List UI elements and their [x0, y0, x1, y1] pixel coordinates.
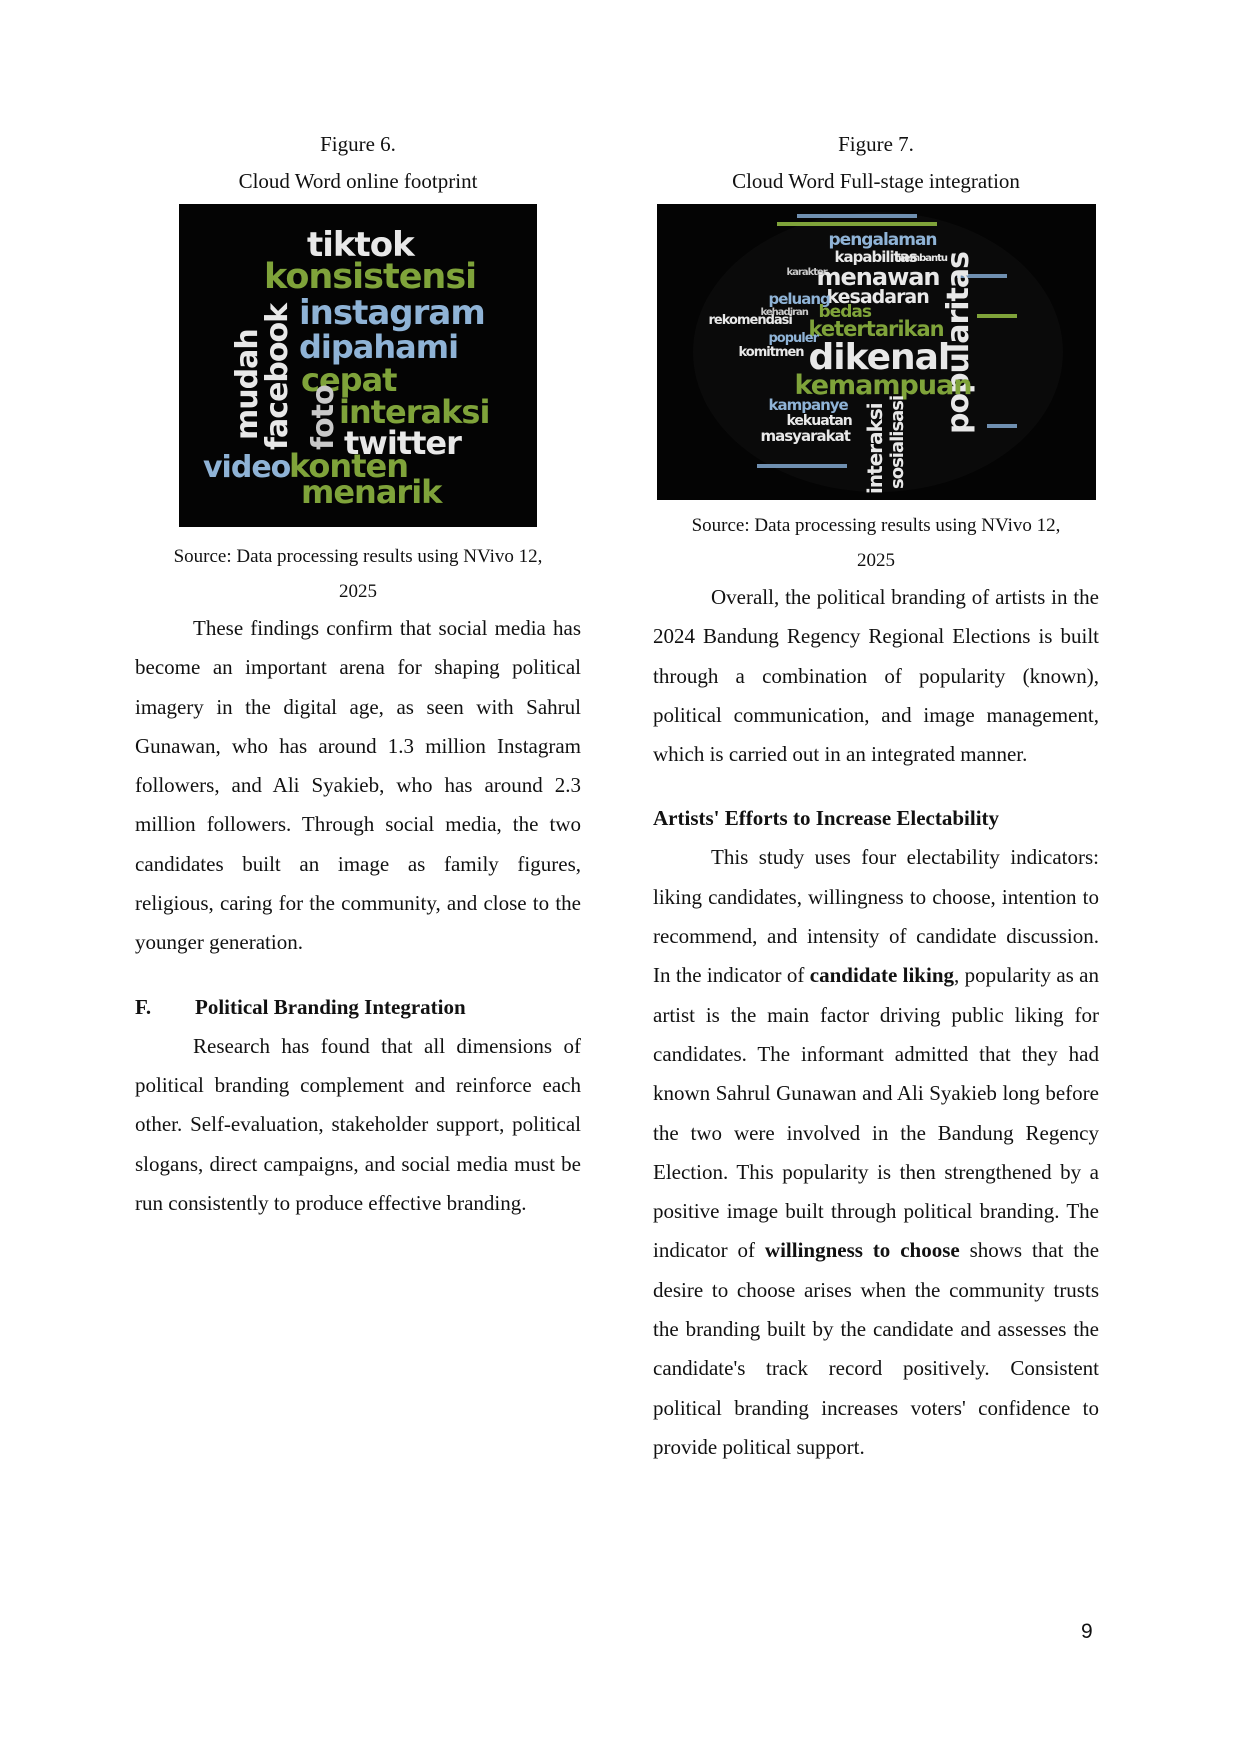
cloud-word: populer: [768, 331, 819, 346]
cloud-word: dikenal: [808, 337, 951, 378]
cloud-word: membantu: [894, 253, 949, 264]
figure-7-word-cloud: pengalaman kapabilitas menawan kesadaran…: [656, 204, 1096, 500]
cloud-word: interaksi: [862, 403, 887, 494]
cloud-word: karakter: [786, 267, 828, 278]
cloud-word: menarik: [301, 473, 442, 511]
cloud-word: video: [203, 450, 291, 485]
section-heading-electability: Artists' Efforts to Increase Electabilit…: [653, 806, 1000, 831]
text-run: shows that the desire to choose arises w…: [653, 1238, 1100, 1459]
cloud-word: masyarakat: [760, 427, 851, 445]
section-title: Political Branding Integration: [195, 994, 466, 1019]
cloud-word: komitmen: [738, 345, 805, 360]
figure-6-word-cloud: tiktok konsistensi instagram dipahami ce…: [179, 204, 537, 527]
cloud-word: twitter: [344, 424, 462, 462]
cloud-word: kesadaran: [826, 286, 930, 308]
cloud-word: tiktok: [307, 225, 415, 265]
figure-7-title: Cloud Word Full-stage integration: [732, 169, 1020, 193]
right-column: Figure 7. Cloud Word Full-stage integrat…: [653, 126, 1099, 1467]
bold-term-willingness: willingness to choose: [764, 1238, 960, 1263]
source-line: Source: Data processing results using NV…: [173, 546, 543, 567]
cloud-word: interaksi: [339, 393, 490, 431]
left-column: Figure 6. Cloud Word online footprint ti…: [135, 126, 581, 1223]
figure-6-source: Source: Data processing results using NV…: [135, 539, 581, 609]
left-paragraph-1: These findings confirm that social media…: [135, 616, 581, 955]
cloud-word: pengalaman: [828, 230, 938, 250]
right-paragraph-1: Overall, the political branding of artis…: [653, 585, 1099, 767]
page-number: 9: [1081, 1620, 1093, 1643]
right-paragraph-2: This study uses four electability indica…: [653, 838, 1099, 1467]
figure-6-label: Figure 6.: [320, 132, 396, 156]
cloud-word: sosialisasi: [886, 395, 908, 489]
cloud-word: menawan: [816, 263, 941, 291]
cloud-word: konten: [289, 447, 409, 485]
left-paragraph-2: Research has found that all dimensions o…: [135, 1033, 581, 1215]
cloud-word: ketertarikan: [808, 317, 945, 341]
cloud-word: cepat: [301, 361, 397, 399]
cloud-word: foto: [306, 385, 341, 450]
cloud-word: rekomendasi: [708, 313, 793, 328]
cloud-word: konsistensi: [264, 257, 477, 297]
figure-6-title: Cloud Word online footprint: [238, 169, 478, 193]
text-run: This study uses four electability indica…: [653, 845, 1099, 988]
figure-7-source: Source: Data processing results using NV…: [653, 508, 1099, 578]
source-line: Source: Data processing results using NV…: [691, 515, 1061, 536]
cloud-word: dipahami: [299, 328, 459, 366]
source-year: 2025: [857, 550, 895, 571]
section-heading-f: F. Political Branding Integration: [135, 988, 581, 1027]
section-number: F.: [135, 994, 152, 1019]
cloud-word: kehadiran: [760, 307, 809, 318]
cloud-word: kekuatan: [786, 413, 853, 429]
bold-term-candidate-liking: candidate liking: [809, 963, 955, 988]
cloud-word: facebook: [260, 303, 295, 450]
cloud-word: kapabilitas: [834, 248, 918, 266]
cloud-word: kampanye: [768, 396, 849, 414]
cloud-word: mudah: [230, 329, 265, 440]
cloud-word: instagram: [299, 293, 486, 333]
cloud-word: kemampuan: [794, 370, 973, 401]
source-year: 2025: [339, 581, 377, 602]
figure-7-label: Figure 7.: [838, 132, 914, 156]
text-run: , popularity as an artist is the main fa…: [653, 963, 1100, 1263]
cloud-word: peluang: [768, 290, 831, 308]
cloud-word: bedas: [818, 302, 872, 322]
